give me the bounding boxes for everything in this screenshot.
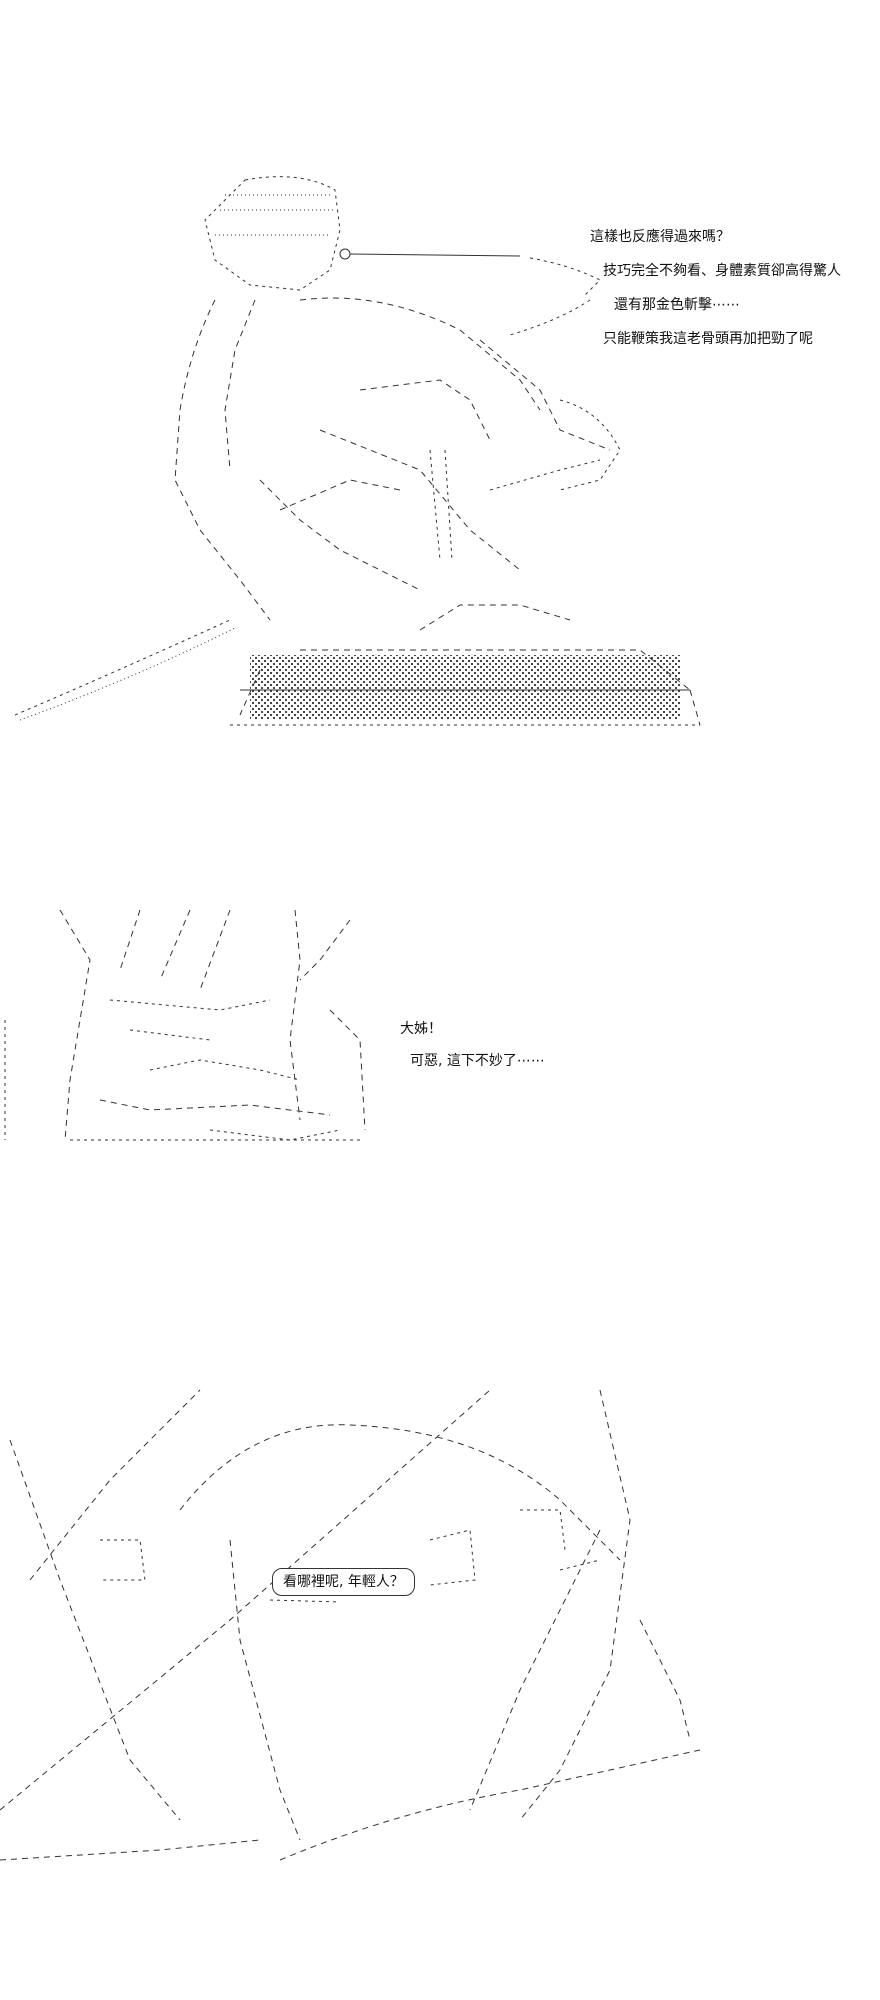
panel-3: 看哪裡呢, 年輕人？ [0, 1370, 880, 1930]
speech-text: 看哪裡呢, 年輕人？ [283, 1574, 404, 1590]
dialogue-line-2: 可惡, 這下不妙了⋯⋯ [410, 1053, 545, 1069]
narration-line-3: 還有那金色斬擊⋯⋯ [614, 297, 740, 313]
narration-line-1: 這樣也反應得過來嗎？ [590, 229, 730, 245]
narration-line-4: 只能鞭策我這老骨頭再加把勁了呢 [603, 331, 813, 347]
ascii-art-slash-scene [0, 1389, 701, 1861]
ascii-art-old-man [14, 176, 701, 726]
narration-line-2: 技巧完全不夠看、身體素質卻高得驚人 [603, 263, 841, 279]
speech-bubble: 看哪裡呢, 年輕人？ [272, 1568, 415, 1596]
ascii-art-young-man [4, 909, 366, 1141]
dialogue-line-1: 大姊！ [400, 1021, 442, 1037]
panel-1: 這樣也反應得過來嗎？ 技巧完全不夠看、身體素質卻高得驚人 還有那金色斬擊⋯⋯ 只… [0, 150, 880, 750]
panel-2: 大姊！ 可惡, 這下不妙了⋯⋯ [0, 900, 880, 1200]
